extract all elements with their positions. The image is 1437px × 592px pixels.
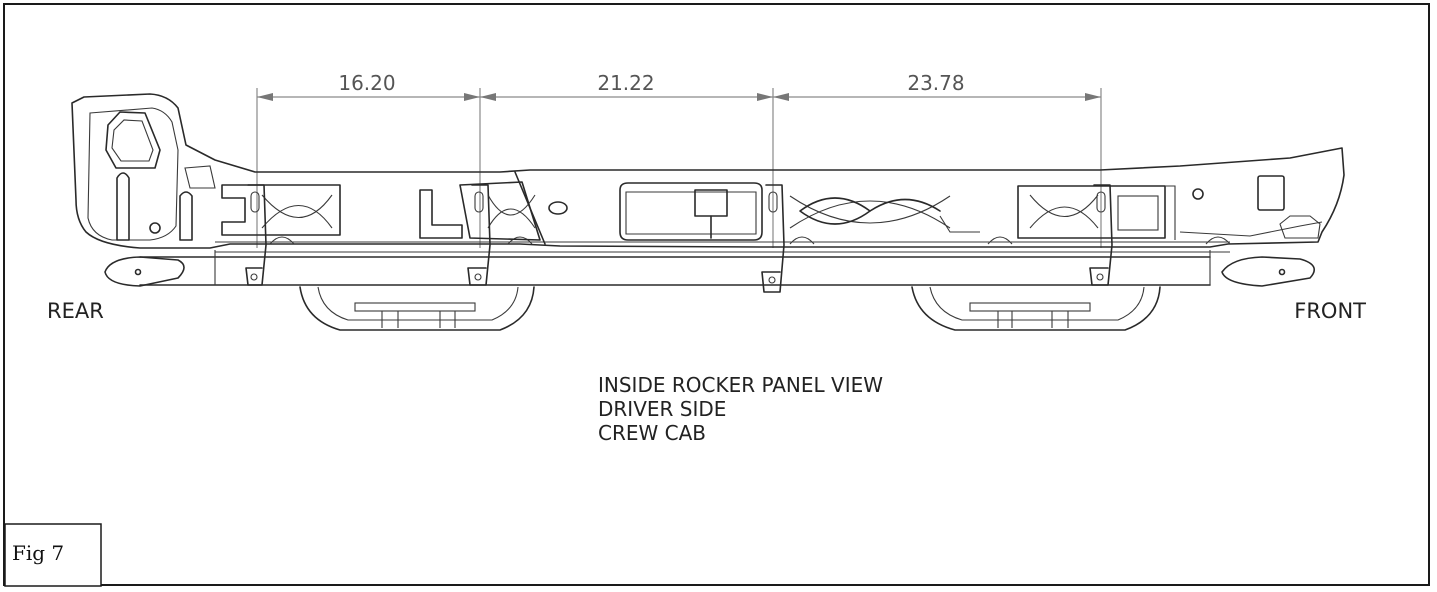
front-label: FRONT xyxy=(1294,299,1366,323)
arrowhead xyxy=(257,93,273,101)
step-pad xyxy=(354,302,476,312)
slot xyxy=(179,191,193,241)
lens-cutout xyxy=(869,198,941,212)
x-brace xyxy=(789,195,951,229)
mounting-bracket-icon xyxy=(245,184,1113,293)
bracket-slot xyxy=(1096,191,1106,213)
rear-label: REAR xyxy=(47,299,104,323)
caption-line-2: DRIVER SIDE xyxy=(598,397,726,421)
sticker xyxy=(694,189,728,217)
hole xyxy=(149,222,161,234)
dimension-label: 23.78 xyxy=(907,71,964,95)
bump xyxy=(269,236,295,245)
caption-line-1: INSIDE ROCKER PANEL VIEW xyxy=(598,373,883,397)
bump xyxy=(789,236,815,245)
seam xyxy=(1165,185,1176,240)
tab xyxy=(184,165,216,189)
slot xyxy=(116,172,130,241)
bump xyxy=(507,236,533,245)
arrowhead xyxy=(480,93,496,101)
seam xyxy=(939,215,980,233)
bolt xyxy=(1096,273,1104,281)
x-brace xyxy=(487,194,536,229)
bracket xyxy=(1089,184,1113,286)
arrowhead xyxy=(757,93,773,101)
bracket xyxy=(245,184,267,286)
running-board-step-icon xyxy=(299,286,1161,331)
dimension-label: 21.22 xyxy=(597,71,654,95)
cutout xyxy=(459,181,541,241)
center-cutout-inner xyxy=(625,191,757,235)
step-ribs xyxy=(997,311,1069,328)
bump xyxy=(987,236,1013,245)
figure-label-box xyxy=(4,523,102,587)
center-cutout xyxy=(619,182,763,241)
end-cap-front xyxy=(1221,256,1316,287)
l-cutout xyxy=(419,189,463,239)
step-rear-outer xyxy=(299,286,535,331)
bracket xyxy=(467,184,491,286)
bracket xyxy=(761,184,785,293)
figure-label: Fig 7 xyxy=(12,541,64,565)
arrowhead xyxy=(773,93,789,101)
hole xyxy=(548,201,568,215)
x-brace xyxy=(1029,194,1099,229)
step-pad xyxy=(969,302,1091,312)
seam xyxy=(514,171,546,245)
rear-window-cutout xyxy=(105,111,161,169)
arrowhead xyxy=(1085,93,1101,101)
tab xyxy=(1117,195,1159,231)
panel-outline xyxy=(71,93,1345,249)
bolt xyxy=(250,273,258,281)
bracket-slot xyxy=(768,191,778,213)
step-rear-inner xyxy=(317,286,519,321)
rear-window-inner xyxy=(111,119,154,162)
cutout xyxy=(221,184,341,236)
hole xyxy=(134,268,142,276)
hole xyxy=(1192,188,1204,200)
end-cap-rear xyxy=(104,256,185,287)
hole xyxy=(1278,268,1286,276)
step-ribs xyxy=(381,311,456,328)
bump xyxy=(1205,236,1231,245)
bracket-slot xyxy=(474,191,484,213)
square-cutout xyxy=(1257,175,1285,211)
seam xyxy=(1179,221,1323,237)
step-front-inner xyxy=(929,286,1145,321)
bolt xyxy=(474,273,482,281)
rear-pillar xyxy=(87,107,179,241)
rocker-panel-icon xyxy=(71,93,1345,287)
cutout xyxy=(1017,185,1166,239)
figure-frame xyxy=(3,3,1430,586)
dimension-label: 16.20 xyxy=(338,71,395,95)
dimension-group: 16.20 21.22 23.78 xyxy=(256,71,1102,248)
bracket-slot xyxy=(250,191,260,213)
step-front-outer xyxy=(911,286,1161,331)
caption-line-3: CREW CAB xyxy=(598,421,706,445)
bracket xyxy=(1279,215,1321,239)
x-brace xyxy=(261,194,333,229)
bolt xyxy=(768,276,776,284)
arrowhead xyxy=(464,93,480,101)
